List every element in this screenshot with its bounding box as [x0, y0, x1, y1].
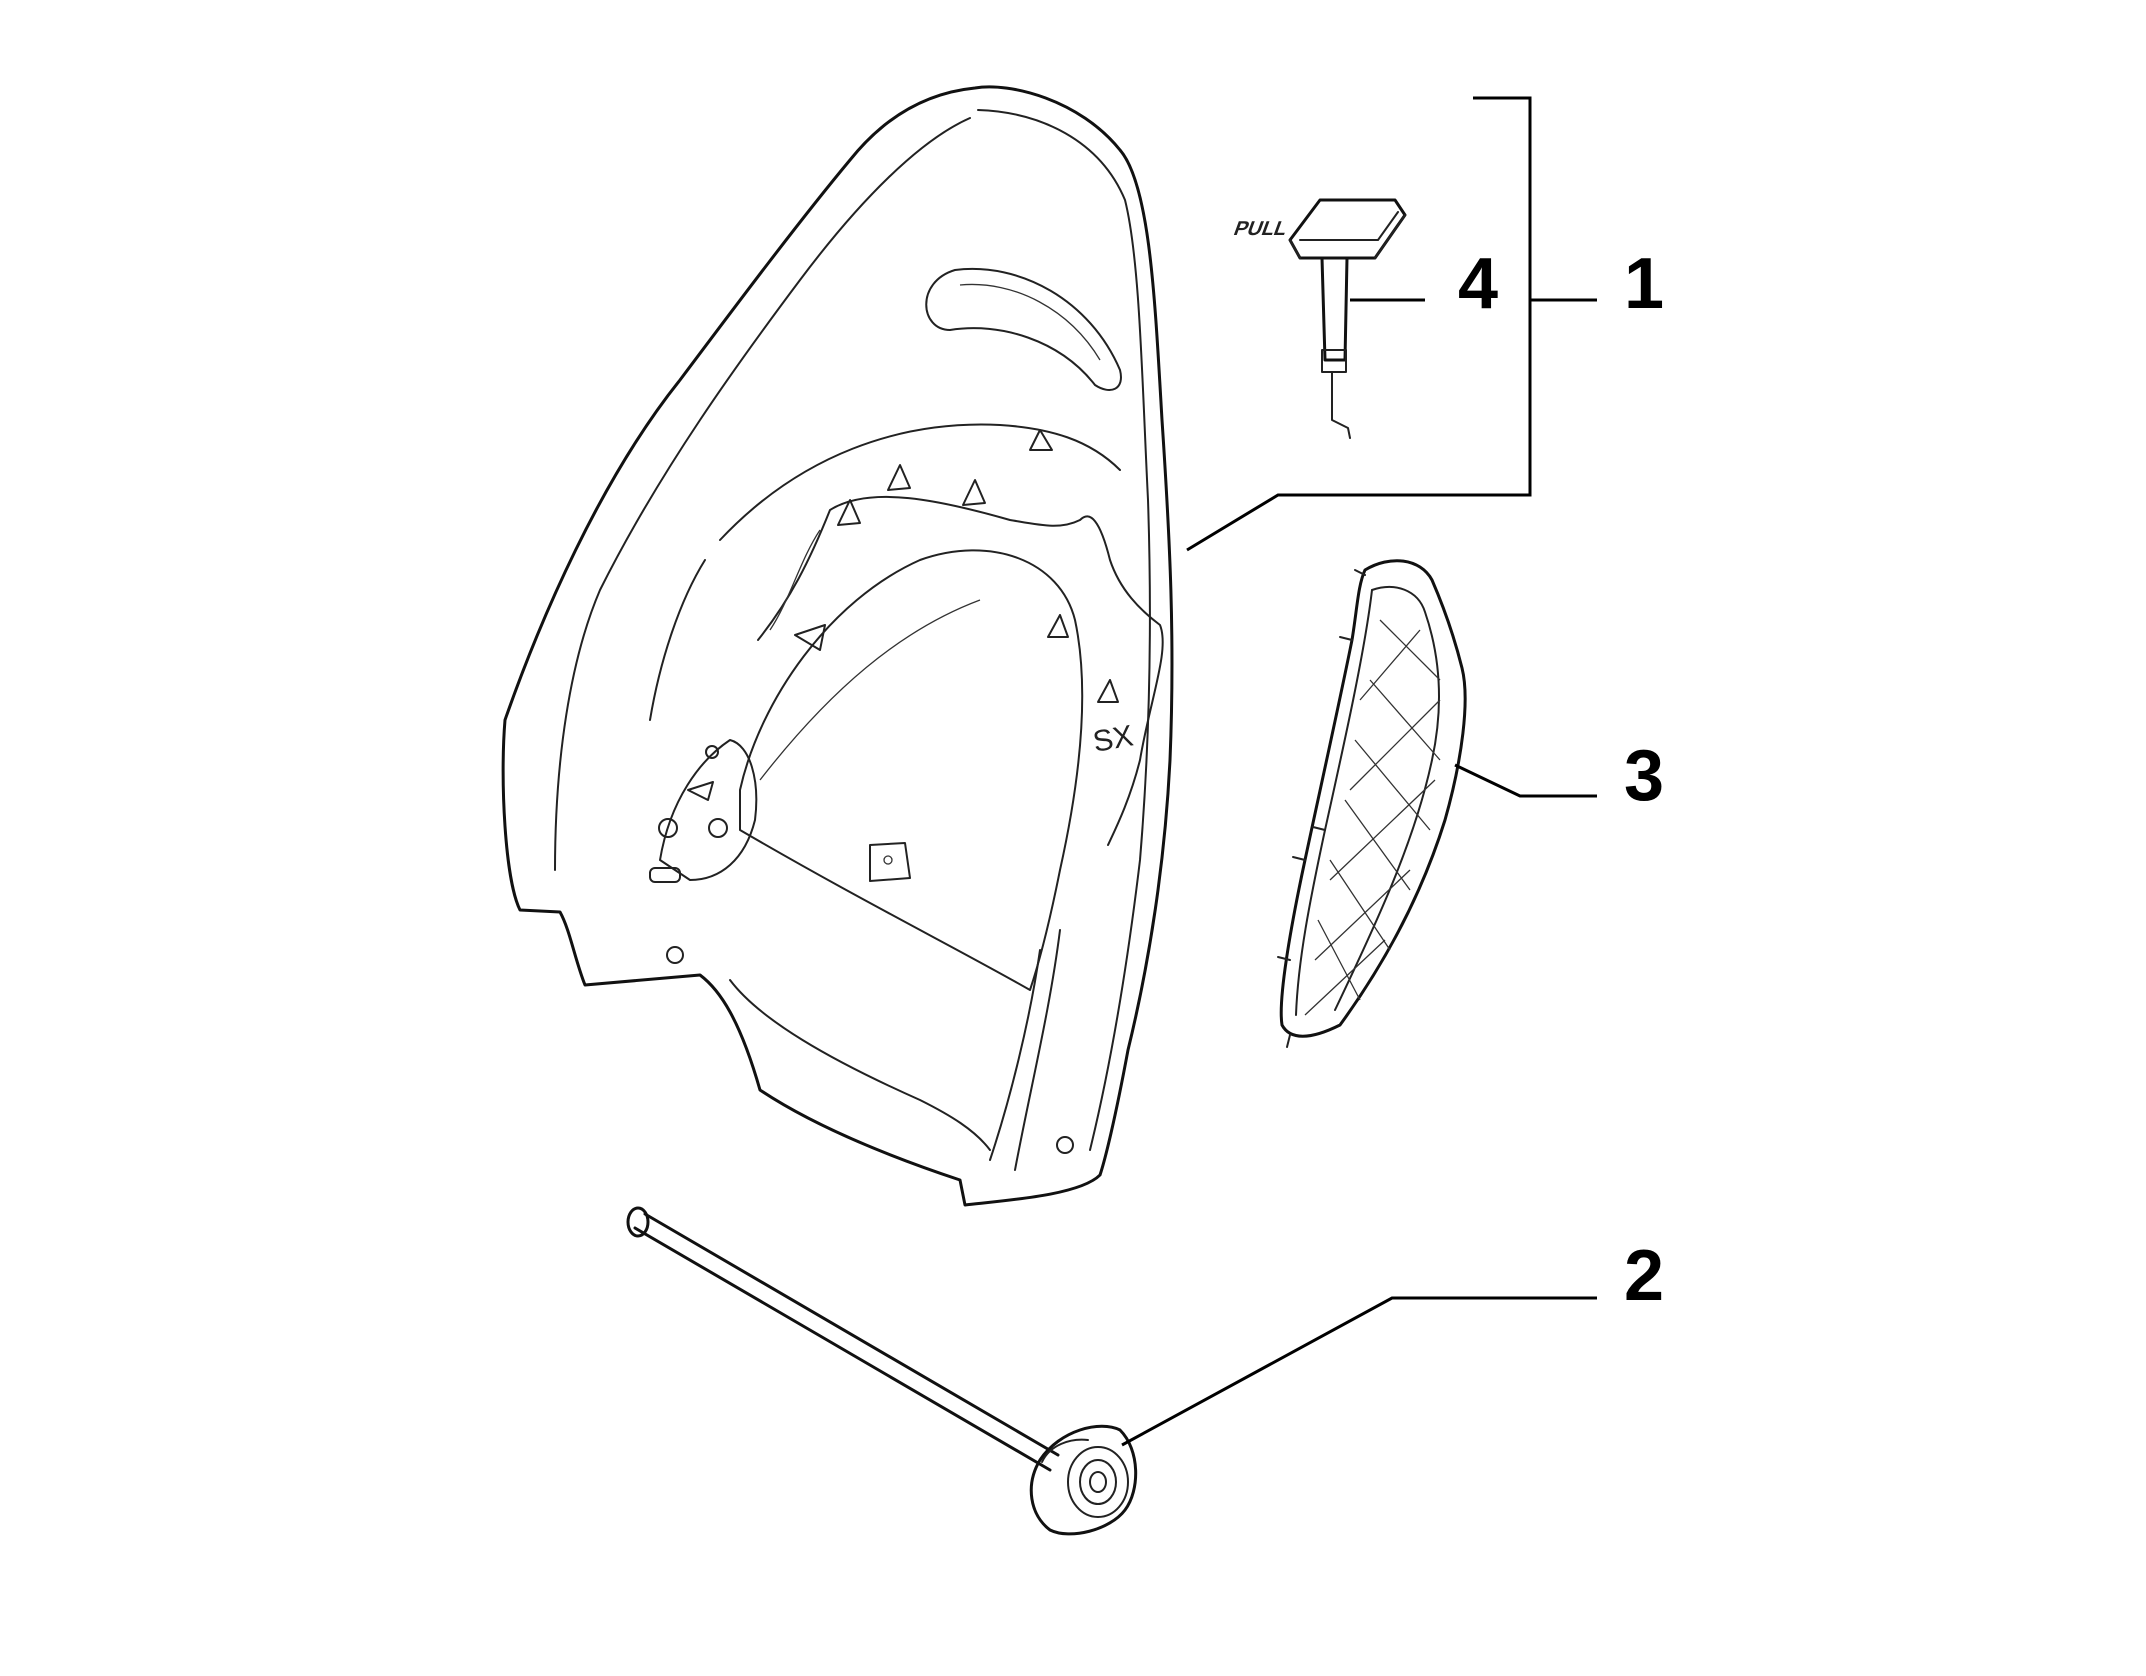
wire-harness: [757, 495, 1164, 846]
side-panel-outline: [1279, 559, 1467, 1038]
callout-4: 4: [1458, 244, 1498, 324]
adjuster-rod: [633, 1212, 1060, 1472]
callout-labels: 1 4 3 2: [1458, 244, 1664, 1316]
callout-2: 2: [1624, 1236, 1664, 1316]
cushion-membrane: [739, 549, 1084, 991]
rod-end-cap: [626, 1206, 650, 1238]
seat-back-inner-rim: [977, 109, 1151, 1151]
adjuster-knob-assembly: [626, 1206, 1138, 1536]
panel-crosshatch: [1304, 619, 1441, 1016]
recliner-plate: [659, 739, 758, 881]
leader-lines: [1121, 96, 1597, 1447]
seat-back-left-rim: [554, 117, 971, 871]
leader-2: [1121, 1296, 1597, 1447]
seat-back-outer-outline: [501, 85, 1174, 1207]
callout-3: 3: [1624, 736, 1664, 816]
headrest-opening: [925, 268, 1122, 391]
lever-handle: [1288, 198, 1407, 260]
seat-back-frame: SX: [501, 85, 1174, 1207]
lever-shaft: [1320, 256, 1349, 362]
release-lever: PULL: [1231, 198, 1407, 439]
callout-1: 1: [1624, 244, 1664, 324]
knob-body: [1029, 1424, 1138, 1536]
bracket-1: [1186, 96, 1532, 552]
side-marking: SX: [1090, 719, 1135, 758]
leader-3: [1454, 763, 1597, 798]
side-trim-panel: [1277, 559, 1467, 1048]
lever-marking: PULL: [1231, 218, 1291, 240]
